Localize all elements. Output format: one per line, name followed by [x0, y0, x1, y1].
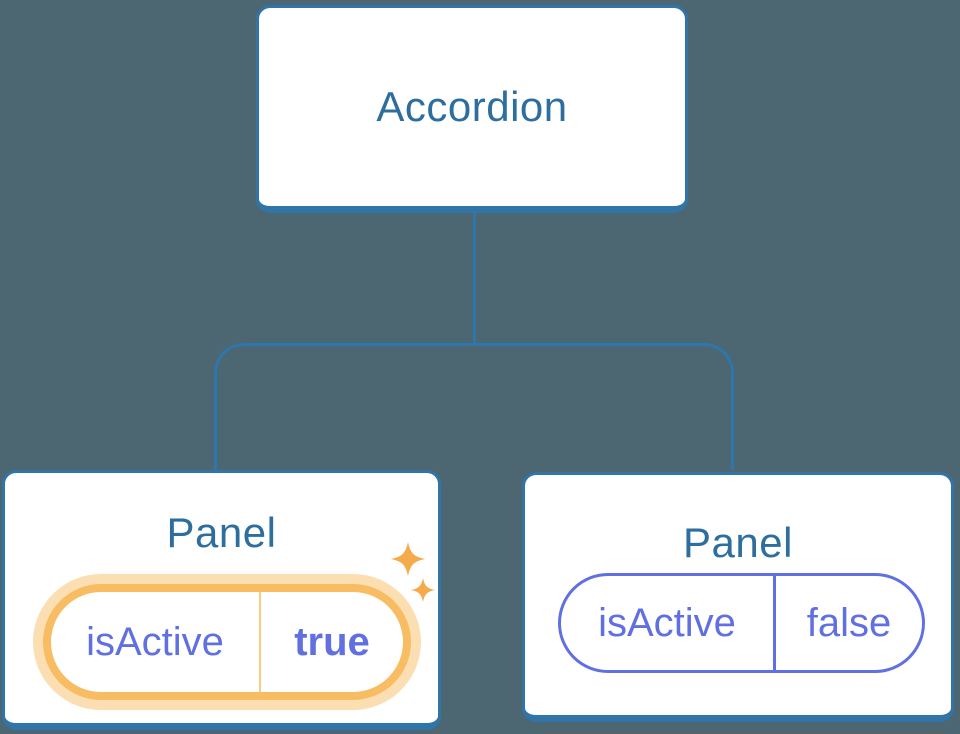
tree-connector-stem [473, 211, 476, 343]
state-value: false [806, 600, 892, 645]
sparkle-icon [411, 578, 435, 602]
tree-connector-branch [214, 343, 734, 470]
pill-divider [259, 592, 261, 692]
state-name: isActive [598, 600, 736, 645]
state-pill-active: isActive true [43, 584, 411, 700]
state-value: true [294, 619, 370, 664]
panel-node-label: Panel [166, 509, 277, 556]
pill-divider [773, 576, 776, 670]
panel-node-label: Panel [683, 519, 793, 566]
state-name: isActive [86, 619, 224, 664]
panel-node-inactive: Panel isActive false [522, 472, 954, 722]
accordion-node: Accordion [256, 5, 688, 213]
accordion-node-label: Accordion [376, 83, 568, 130]
state-pill-inactive: isActive false [558, 573, 925, 673]
sparkle-icon [391, 542, 425, 576]
panel-node-active: Panel isActive true [2, 470, 441, 730]
